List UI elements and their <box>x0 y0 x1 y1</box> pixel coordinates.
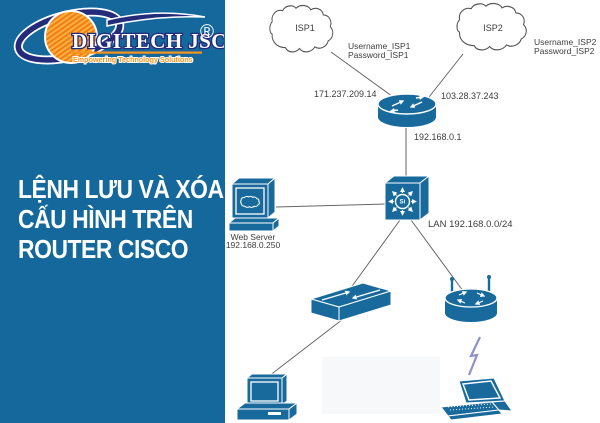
faint-selection-area <box>322 357 440 414</box>
page-title: LỆNH LƯU VÀ XÓA CẤU HÌNH TRÊN ROUTER CIS… <box>18 174 224 264</box>
digitech-logo: DIGITECH JSC ® Empowering Technology Sol… <box>9 6 228 66</box>
network-links <box>268 51 467 377</box>
link-switch-wireless <box>410 219 467 296</box>
logo-underline <box>71 51 202 54</box>
link-isp1-router <box>330 51 397 100</box>
link-isp2-router <box>428 53 464 98</box>
laptop-icon <box>440 377 514 421</box>
wireless-link-icon <box>467 336 481 376</box>
brand-panel: DIGITECH JSC ® Empowering Technology Sol… <box>0 0 228 423</box>
link-webserver-switch <box>275 203 386 208</box>
title-line-2: CẤU HÌNH TRÊN <box>18 204 193 234</box>
isp1-label: ISP1 <box>295 23 315 33</box>
isp1-username: Username_ISP1 <box>348 41 411 51</box>
isp2-credentials: Username_ISP2 Password_ISP2 <box>534 38 596 56</box>
isp2-password: Password_ISP2 <box>534 46 595 56</box>
router-icon <box>377 93 437 127</box>
isp1-password: Password_ISP1 <box>348 50 409 60</box>
wireless-router-icon <box>444 275 498 322</box>
isp2-username: Username_ISP2 <box>534 37 597 47</box>
logo-tagline: Empowering Technology Solutions <box>73 55 193 64</box>
web-server-ip-label: 192.168.0.250 <box>225 240 281 250</box>
link-accessswitch-pc <box>268 318 344 377</box>
desktop-pc-icon <box>235 372 299 421</box>
lan-subnet-label: LAN 192.168.0.0/24 <box>428 219 513 230</box>
switch-si-badge: Si <box>400 200 406 206</box>
isp1-wan-ip-label: 171.237.209.14 <box>314 89 377 99</box>
web-server-icon <box>227 176 281 233</box>
workgroup-switch-icon <box>309 282 393 322</box>
registered-trademark-icon: ® <box>200 22 214 43</box>
isp1-credentials: Username_ISP1 Password_ISP1 <box>348 42 410 60</box>
multilayer-switch-icon: Si <box>383 174 431 222</box>
isp2-label: ISP2 <box>483 23 503 33</box>
web-server-name-label: Web Server <box>230 232 276 242</box>
title-line-3: ROUTER CISCO <box>18 234 189 264</box>
logo-globe-icon <box>44 10 98 64</box>
logo-name: DIGITECH JSC <box>72 29 224 53</box>
link-switch-accessswitch <box>349 219 401 290</box>
title-line-1: LỆNH LƯU VÀ XÓA <box>18 174 224 204</box>
isp2-wan-ip-label: 103.28.37.243 <box>441 91 499 101</box>
router-lan-ip-label: 192.168.0.1 <box>414 132 462 142</box>
